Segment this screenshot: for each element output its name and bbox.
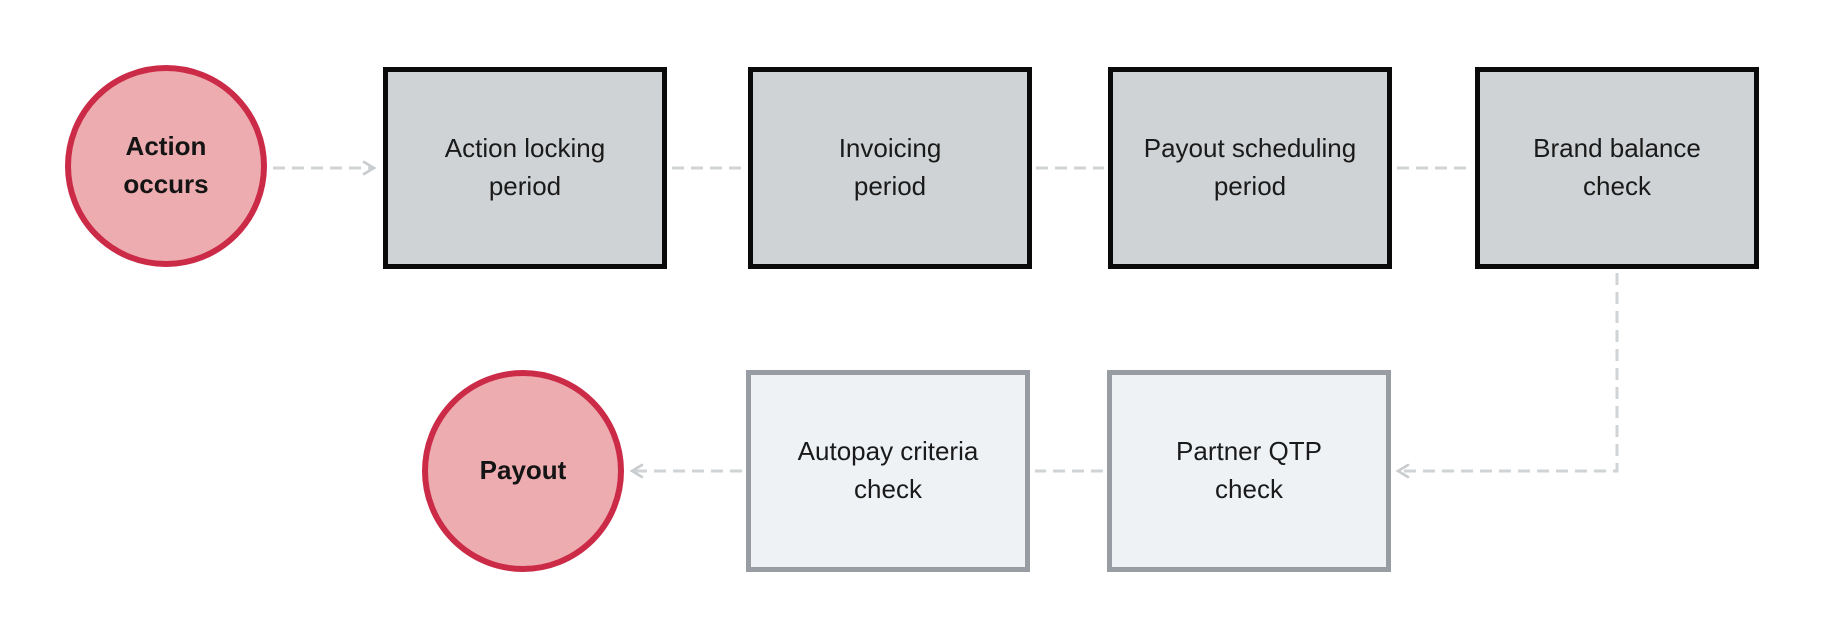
- node-payout-scheduling-period-label: Payout scheduling period: [1143, 133, 1357, 201]
- node-payout-label: Payout: [479, 455, 567, 486]
- edge-brand-balance-to-partner-qtp: [1395, 273, 1619, 479]
- node-brand-balance-check-label: Brand balance check: [1533, 133, 1701, 201]
- node-autopay-criteria-check-label: Autopay criteria check: [797, 436, 979, 504]
- node-partner-qtp-check-label: Partner QTP check: [1176, 436, 1322, 504]
- node-partner-qtp-check: Partner QTP check: [1107, 370, 1391, 572]
- node-action-locking-period: Action locking period: [383, 67, 667, 269]
- node-action-occurs: Action occurs: [65, 65, 267, 267]
- node-payout-scheduling-period: Payout scheduling period: [1108, 67, 1392, 269]
- node-autopay-criteria-check: Autopay criteria check: [746, 370, 1030, 572]
- node-payout: Payout: [422, 370, 624, 572]
- node-brand-balance-check: Brand balance check: [1475, 67, 1759, 269]
- node-action-locking-period-label: Action locking period: [444, 133, 606, 201]
- node-invoicing-period: Invoicing period: [748, 67, 1032, 269]
- node-invoicing-period-label: Invoicing period: [838, 133, 942, 201]
- node-action-occurs-label: Action occurs: [123, 131, 209, 199]
